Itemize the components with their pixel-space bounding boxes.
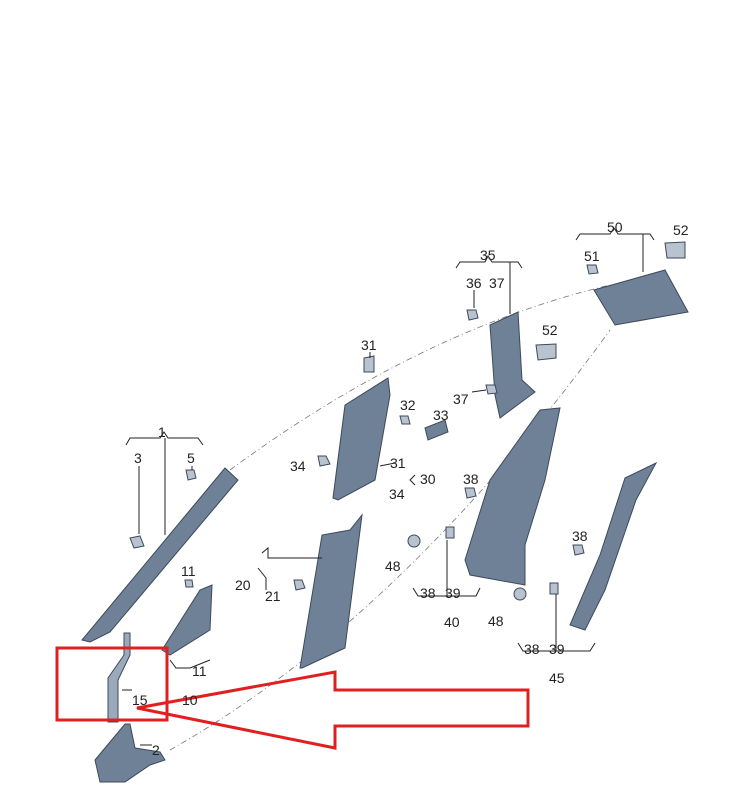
callout-48: 48 (488, 613, 504, 629)
callout-10: 10 (182, 692, 198, 708)
trim-part-11[interactable] (161, 584, 213, 656)
callout-45: 45 (549, 670, 565, 686)
callout-21: 21 (265, 588, 281, 604)
callout-38: 38 (420, 585, 436, 601)
callout-34: 34 (389, 486, 405, 502)
callout-40: 40 (444, 614, 460, 630)
callout-20: 20 (235, 577, 251, 593)
callout-37: 37 (489, 275, 505, 291)
nut-48[interactable] (407, 534, 421, 548)
callout-31: 31 (390, 455, 406, 471)
highlight-box (55, 646, 169, 722)
rear-trim-50[interactable] (593, 269, 689, 326)
clip-5[interactable] (185, 469, 197, 481)
callout-35: 35 (480, 247, 496, 263)
belt-guide-33[interactable] (424, 419, 449, 441)
clip-38[interactable] (572, 544, 585, 556)
callout-33: 33 (433, 407, 449, 423)
callout-1: 1 (158, 424, 166, 440)
clip-21[interactable] (293, 579, 306, 591)
clip-52[interactable] (664, 241, 686, 259)
callout-30: 30 (420, 471, 436, 487)
clip-36[interactable] (466, 309, 479, 321)
clip-34[interactable] (317, 455, 331, 467)
callout-52: 52 (673, 222, 689, 238)
callout-32: 32 (400, 397, 416, 413)
callout-52: 52 (542, 322, 558, 338)
callout-11: 11 (181, 563, 196, 579)
guide-line (229, 284, 611, 471)
callout-50: 50 (607, 219, 623, 235)
callout-37: 37 (453, 391, 469, 407)
clip-3[interactable] (129, 535, 145, 549)
b-pillar-upper-trim[interactable] (332, 377, 391, 501)
callout-15: 15 (132, 692, 148, 708)
callout-38: 38 (572, 528, 588, 544)
nut-48[interactable] (513, 587, 527, 601)
clip-51[interactable] (586, 264, 599, 275)
callout-38: 38 (463, 471, 479, 487)
callout-39: 39 (445, 585, 461, 601)
callout-labels: 1 3 5 11 11 15 10 2 20 21 34 31 31 30 34… (132, 219, 689, 758)
clip-38[interactable] (464, 487, 477, 499)
callout-2: 2 (152, 742, 160, 758)
a-pillar-trim[interactable] (81, 467, 239, 643)
b-pillar-lower-trim[interactable] (299, 513, 363, 669)
rear-trim-45[interactable] (569, 461, 658, 631)
c-pillar-trim[interactable] (489, 311, 536, 419)
sill-trim-2[interactable] (94, 723, 166, 783)
leader-lines (122, 227, 655, 746)
clip-31[interactable] (363, 355, 375, 373)
callout-5: 5 (187, 450, 195, 466)
wheel-arch-trim-40[interactable] (464, 407, 561, 586)
screw-32[interactable] (399, 415, 411, 425)
callout-48: 48 (385, 558, 401, 574)
callout-31: 31 (361, 337, 377, 353)
callout-36: 36 (466, 275, 482, 291)
clip-52[interactable] (535, 343, 557, 361)
callout-38: 38 (524, 641, 540, 657)
clip-39[interactable] (549, 582, 559, 595)
highlight-arrow (136, 670, 530, 750)
callout-34: 34 (290, 458, 306, 474)
callout-39: 39 (549, 641, 565, 657)
guide-line (169, 329, 611, 751)
callout-11: 11 (192, 663, 207, 679)
callout-51: 51 (584, 248, 600, 264)
clip-11[interactable] (184, 579, 194, 588)
clip-39[interactable] (445, 526, 455, 539)
clip-37[interactable] (485, 384, 498, 395)
callout-3: 3 (134, 450, 142, 466)
trim-part-15[interactable] (107, 632, 131, 723)
